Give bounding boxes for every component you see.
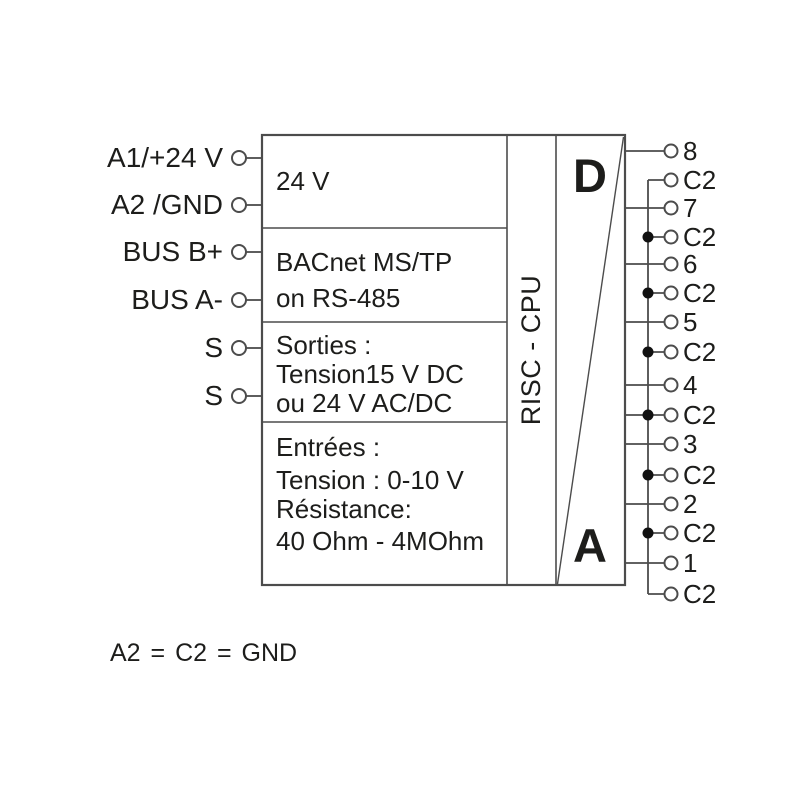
- left-terminal-label: BUS B+: [122, 236, 223, 267]
- terminal-circle: [663, 377, 679, 393]
- terminal-circle: [663, 586, 679, 602]
- terminal-circle: [231, 292, 247, 308]
- terminal-circle: [663, 496, 679, 512]
- digital-label: D: [573, 149, 607, 202]
- terminal-circle: [231, 388, 247, 404]
- left-terminal-circles: [231, 150, 247, 404]
- terminal-circle: [663, 436, 679, 452]
- box-section-text: 40 Ohm - 4MOhm: [276, 526, 485, 556]
- right-terminal-label: C2: [683, 278, 717, 308]
- terminal-circle: [663, 285, 679, 301]
- box-section-text: BACnet MS/TP: [276, 247, 453, 277]
- box-section-text: Entrées :: [276, 432, 381, 462]
- right-terminal-label: 6: [683, 249, 698, 279]
- terminal-circle: [663, 143, 679, 159]
- junction-dot: [642, 409, 654, 421]
- right-terminal-label: 4: [683, 370, 698, 400]
- terminal-circle: [663, 344, 679, 360]
- terminal-circle: [231, 150, 247, 166]
- left-terminal-stubs: [246, 157, 262, 397]
- cpu-label: RISC - CPU: [516, 274, 546, 426]
- terminal-circle: [663, 229, 679, 245]
- right-terminal-label: 5: [683, 307, 698, 337]
- box-section-text: Sorties :: [276, 330, 372, 360]
- left-terminal-label: BUS A-: [131, 284, 223, 315]
- left-terminal-label: S: [204, 332, 223, 363]
- terminal-circle: [663, 407, 679, 423]
- right-terminal-label: C2: [683, 460, 717, 490]
- box-section-text: on RS-485: [276, 283, 401, 313]
- box-section-text: ou 24 V AC/DC: [276, 388, 453, 418]
- terminal-circle: [663, 172, 679, 188]
- terminal-circle: [231, 197, 247, 213]
- box-section-text: 24 V: [276, 166, 330, 196]
- terminal-circle: [231, 244, 247, 260]
- right-terminal-label: 8: [683, 136, 698, 166]
- right-terminal-label: 2: [683, 489, 698, 519]
- box-section-text: Résistance:: [276, 494, 412, 524]
- right-terminal-label: C2: [683, 165, 717, 195]
- analog-label: A: [573, 519, 607, 572]
- terminal-circle: [231, 340, 247, 356]
- right-terminal-stubs: [625, 150, 665, 595]
- right-terminal-label: C2: [683, 222, 717, 252]
- device-box: [260, 133, 627, 587]
- terminal-circle: [663, 467, 679, 483]
- box-section-text: Tension : 0-10 V: [276, 465, 464, 495]
- right-terminal-label: 1: [683, 548, 698, 578]
- right-terminal-label: C2: [683, 579, 717, 609]
- junction-dots: [642, 231, 654, 539]
- junction-dot: [642, 469, 654, 481]
- left-terminal-label: A2 /GND: [110, 189, 223, 220]
- terminal-circle: [663, 200, 679, 216]
- junction-dot: [642, 527, 654, 539]
- footnote: A2 = C2 = GND: [110, 639, 298, 667]
- left-terminal-label: S: [204, 380, 223, 411]
- terminal-circle: [663, 256, 679, 272]
- da-diagonal-line: [556, 136, 625, 585]
- right-terminal-circles: [663, 143, 679, 602]
- junction-dot: [642, 287, 654, 299]
- left-terminal-label: A1/+24 V: [107, 142, 223, 173]
- right-terminal-label: 7: [683, 193, 698, 223]
- right-terminal-label: C2: [683, 400, 717, 430]
- terminal-circle: [663, 525, 679, 541]
- right-terminal-label: C2: [683, 518, 717, 548]
- junction-dot: [642, 231, 654, 243]
- terminal-circle: [663, 555, 679, 571]
- junction-dot: [642, 346, 654, 358]
- terminal-circle: [663, 314, 679, 330]
- box-section-text: Tension15 V DC: [276, 359, 464, 389]
- right-terminal-label: 3: [683, 429, 698, 459]
- right-terminal-label: C2: [683, 337, 717, 367]
